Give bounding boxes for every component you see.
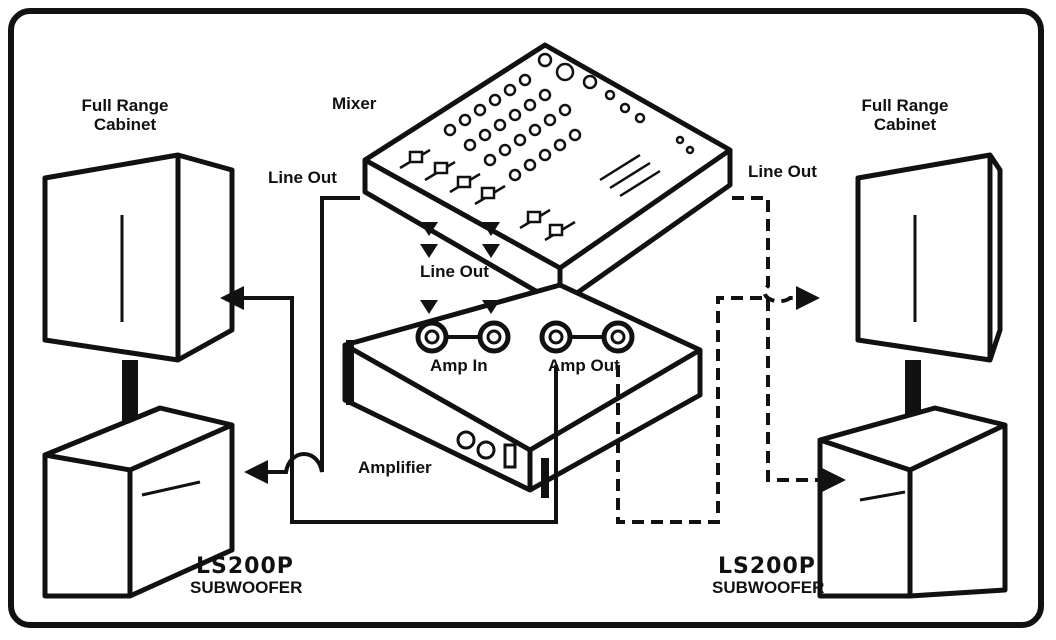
right-model-label: LS200P bbox=[718, 554, 816, 579]
left-model-label: LS200P bbox=[196, 554, 294, 579]
mixer-faders bbox=[399, 148, 661, 242]
mixer-knobs bbox=[443, 52, 695, 182]
left-full-range-cabinet bbox=[42, 152, 235, 363]
mixer-label: Mixer bbox=[332, 94, 377, 113]
right-line-out-cable bbox=[732, 196, 820, 310]
amp-jacks bbox=[415, 320, 635, 354]
line-out-right-label: Line Out bbox=[748, 162, 817, 181]
right-subwoofer bbox=[817, 405, 1008, 599]
left-subwoofer bbox=[42, 405, 235, 599]
amplifier-label: Amplifier bbox=[358, 458, 432, 477]
left-subwoofer-label: SUBWOOFER bbox=[190, 578, 303, 597]
right-cabinet-label: Full Range Cabinet bbox=[861, 96, 949, 134]
right-full-range-cabinet bbox=[855, 152, 1003, 363]
right-subwoofer-label: SUBWOOFER bbox=[712, 578, 825, 597]
left-speaker-pole bbox=[122, 360, 138, 430]
amp-out-label: Amp Out bbox=[548, 356, 620, 375]
amp-in-label: Amp In bbox=[430, 356, 488, 375]
amp-out-to-right-sub-cable bbox=[616, 296, 846, 524]
left-line-out-cable bbox=[244, 196, 360, 484]
amp-front-controls bbox=[456, 430, 517, 469]
line-out-center-label: Line Out bbox=[420, 262, 489, 281]
line-out-left-label: Line Out bbox=[268, 168, 337, 187]
left-cabinet-label: Full Range Cabinet bbox=[81, 96, 169, 134]
amp-out-to-left-cabinet-cable bbox=[220, 286, 558, 524]
mixer-to-amp-arrows bbox=[420, 222, 500, 314]
